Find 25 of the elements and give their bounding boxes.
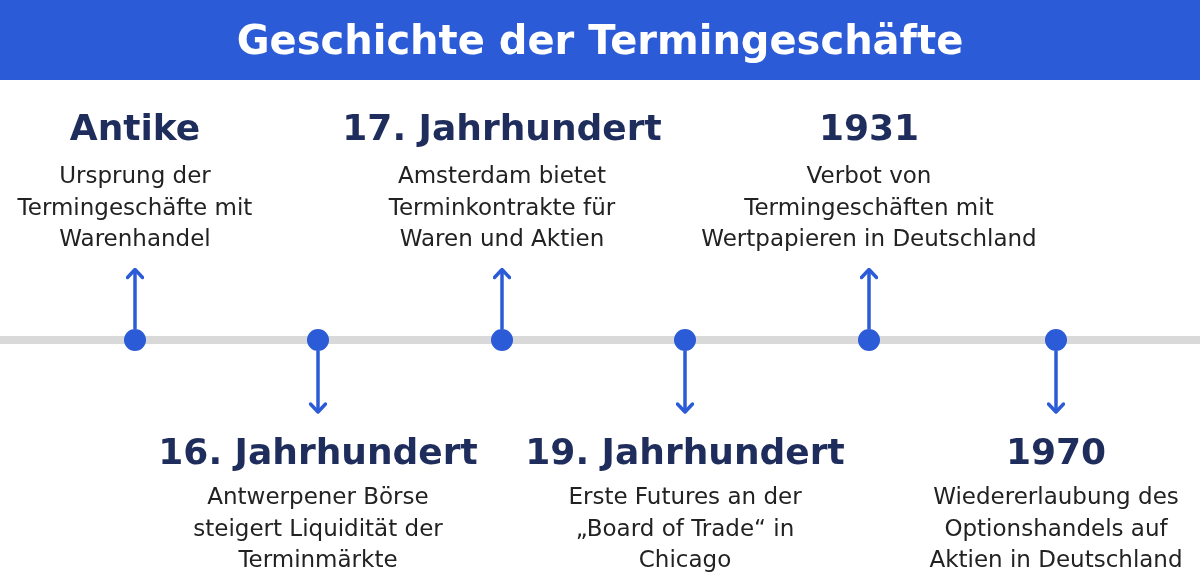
- event-description: Amsterdam bietet Terminkontrakte für Waren und Aktien: [387, 161, 617, 253]
- timeline-dot: [1045, 329, 1067, 351]
- arrow: [492, 267, 512, 329]
- date-heading: 17. Jahrhundert: [342, 106, 662, 150]
- event-description: Wiedererlaubung des Optionshandels auf Aktien in Deutschland: [928, 482, 1184, 574]
- event-description: Verbot von Termingeschäften mit Wertpapieren in Deutschland: [701, 161, 1037, 253]
- date-heading: 16. Jahrhundert: [158, 430, 478, 474]
- date-heading: 1931: [818, 106, 920, 150]
- timeline-dot: [674, 329, 696, 351]
- arrow: [308, 351, 328, 414]
- date-heading: 19. Jahrhundert: [525, 430, 845, 474]
- title: Geschichte der Termingeschäfte: [236, 16, 964, 64]
- timeline-dot: [124, 329, 146, 351]
- arrow: [675, 351, 695, 414]
- event-description: Erste Futures an der „Board of Trade“ in Chicago: [567, 482, 803, 574]
- date-heading: 1970: [1005, 430, 1107, 474]
- arrow: [1046, 351, 1066, 414]
- date-heading: Antike: [69, 106, 201, 150]
- arrow: [125, 267, 145, 329]
- event-description: Antwerpener Börse steigert Liquidität der Terminmärkte: [192, 482, 444, 574]
- timeline-dot: [491, 329, 513, 351]
- timeline-dot: [858, 329, 880, 351]
- arrow: [859, 267, 879, 329]
- timeline-dot: [307, 329, 329, 351]
- event-description: Ursprung der Termingeschäfte mit Warenhandel: [16, 161, 254, 253]
